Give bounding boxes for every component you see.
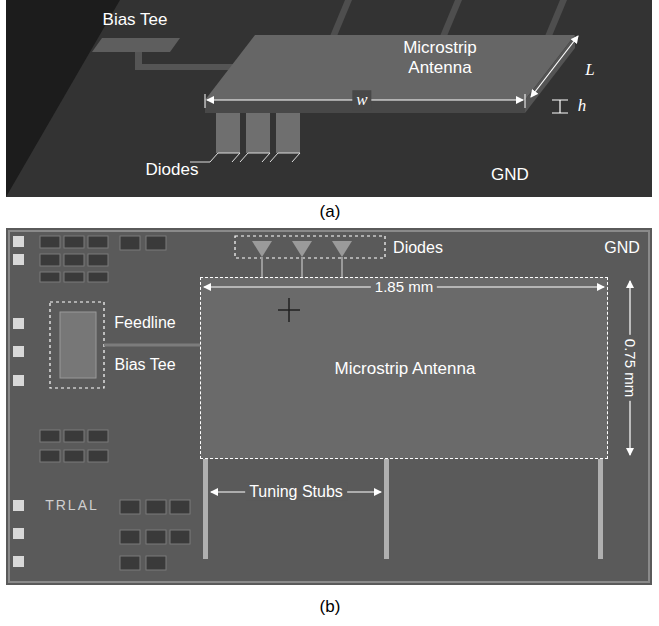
label: L: [585, 60, 594, 80]
label: h: [578, 96, 587, 116]
label: Bias Tee: [103, 10, 168, 30]
label: (b): [320, 597, 341, 617]
label: Bias Tee: [114, 356, 175, 374]
label: Diodes: [146, 160, 199, 180]
label: 1.85 mm: [371, 278, 437, 295]
label: Microstrip Antenna: [393, 38, 488, 77]
antenna-3d-view: [6, 0, 652, 197]
antenna-patch: Microstrip Antenna: [200, 277, 608, 459]
label: TRLAL: [45, 497, 99, 513]
label: Diodes: [393, 239, 443, 257]
label: (a): [320, 202, 341, 222]
label: w: [352, 90, 371, 110]
node-label: Microstrip Antenna: [335, 359, 476, 379]
label: GND: [491, 165, 529, 185]
chip-micrograph: [6, 228, 652, 585]
label: Feedline: [114, 314, 175, 332]
label: Tuning Stubs: [245, 483, 347, 501]
label: GND: [604, 239, 640, 257]
label: 0.75 mm: [621, 335, 638, 401]
